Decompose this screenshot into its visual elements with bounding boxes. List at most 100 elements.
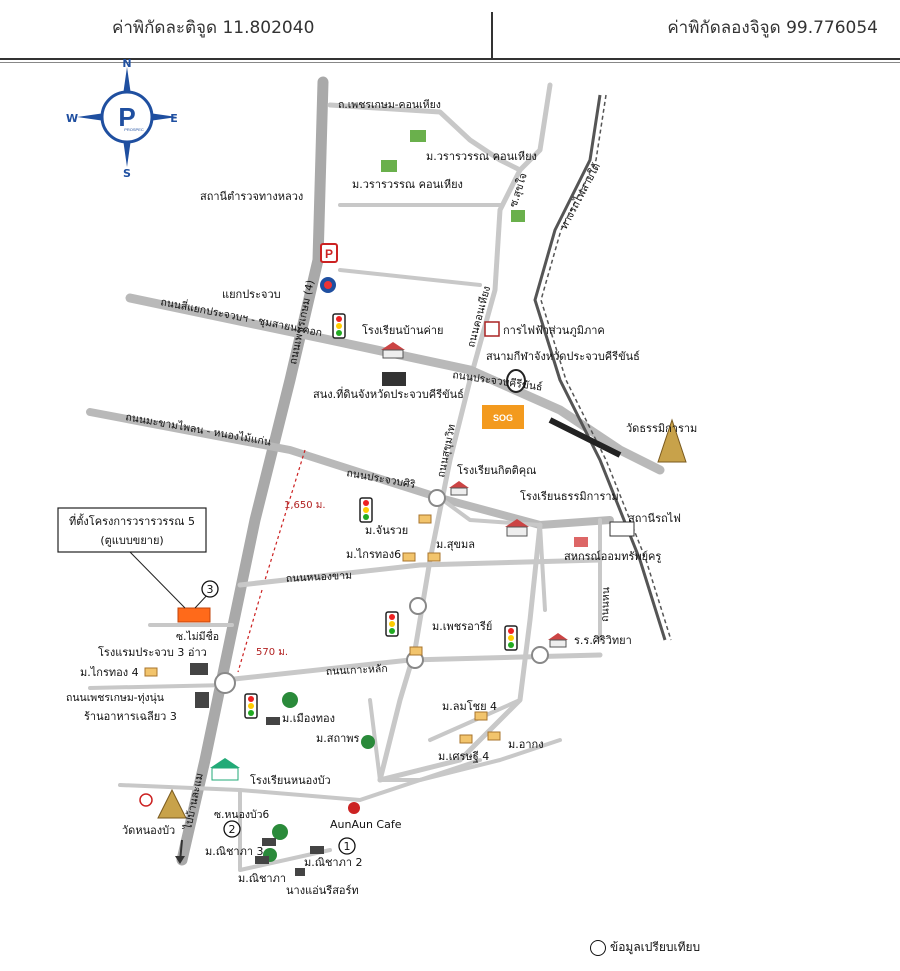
school-icon [449,481,469,496]
number-circle-3 [201,580,219,598]
label-sathaporn: ม.สถาพร [316,732,360,745]
label-yaek: แยกประจวบ [222,288,281,301]
label-police: สถานีตำรวจทางหลวง [200,190,303,203]
house-icon [418,514,432,524]
railway-crossing [548,417,622,458]
traffic-light-icon [359,497,373,523]
building-icon [255,856,269,864]
road-label-mazam: ถนนมะขามไพลน - หนองไม้แก่น [124,410,272,448]
legend-circle-icon [590,939,606,956]
road-label-petchkasem-konhiang: ถ.เพชรเกษม-คอนเหียง [338,98,441,111]
railway-line-2 [540,94,672,641]
stadium-icon [506,369,526,393]
house-icon [144,667,158,677]
house-icon [474,711,488,721]
place-labels: สถานีตำรวจทางหลวง แยกประจวบ โรงเรียนบ้าน… [80,150,697,897]
label-nichapa3: ม.ณิชาภา 3 [205,845,264,858]
label-land-office: สนง.ที่ดินจังหวัดประจวบคีรีขันธ์ [313,386,464,401]
latitude-label: ค่าพิกัดละติจูด 11.802040 [112,18,315,38]
building-icon [382,372,406,386]
project-box-frame [57,507,207,553]
label-lomchai: ม.ลมโชย 4 [442,699,497,713]
pea-icon [484,321,500,337]
road-nong-bua-soi [238,788,332,872]
label-wat: วัดธรรมิการาม [626,422,697,435]
coop-icon [574,537,588,547]
map-icons: P [129,130,687,876]
number-3-label: 3 [207,583,214,596]
gas-station-icon-inner [324,281,332,289]
road-konhiang [377,167,523,783]
village-icon [511,210,525,222]
road-branch-police [338,268,482,287]
roundabout-1 [428,489,446,507]
traffic-light-icon [385,611,399,637]
roundabout-4 [531,646,549,664]
number-circle-2 [223,820,241,838]
building-icon [262,838,276,846]
label-kitti4: ม.เศรษฐี 4 [438,750,489,763]
road-label-soi-nongbua: ซ.หนองบัว6 [214,809,270,821]
label-school-thammi: โรงเรียนธรรมิการาม [520,489,619,503]
label-pea: การไฟฟ้าส่วนภูมิภาค [503,324,605,337]
label-school-bankai: โรงเรียนบ้านค่าย [362,323,443,337]
hotel-icon [190,663,208,675]
compass-ring [100,90,154,144]
label-stadium: สนามกีฬาจังหวัดประจวบคีรีขันธ์ [486,350,640,363]
label-school-nongbua: โรงเรียนหนองบัว [250,773,331,787]
label-nichapa2: ม.ณิชาภา 2 [304,856,363,869]
label-muangthong: ม.เมืองทอง [282,712,335,725]
label-wararom-1: ม.วรารวรรณ คอนเหียง [426,150,537,163]
distance-lines [237,449,306,673]
school-icon [548,633,568,648]
label-akong: ม.อากง [508,738,544,751]
label-aunaun: AunAun Cafe [330,818,402,831]
house-icon [409,646,423,656]
roundabouts [214,489,549,694]
traffic-light-icon [244,693,258,719]
house-icon [427,552,441,562]
compass-logo-letter: P [118,102,135,132]
school-icon [381,342,405,359]
house-icon [487,731,501,741]
label-petcharee: ม.เพชรอารีย์ [432,620,492,633]
project-site-marker [177,607,211,623]
label-kraithong4: ม.ไกรทอง 4 [80,666,139,679]
building-icon [310,846,324,854]
label-coop: สหกรณ์ออมทรัพย์ครู [564,550,661,563]
police-icon [320,243,338,263]
railway-line-1 [533,94,667,641]
compass-n-label: N [122,57,131,70]
village-icon [381,160,397,172]
distance-label-1: 1,650 ม. [284,500,326,511]
compass-logo-sub: PROSPEC [124,127,144,132]
road-label-ko-lak: ถนนเกาะหลัก [326,663,388,678]
label-school-kitti: โรงเรียนกิตติคุณ [457,463,536,477]
distance-labels: 1,650 ม. 570 ม. [256,500,326,658]
compass-w-label: W [66,112,78,125]
tree-icon [263,692,375,862]
road-nong-kham [237,557,603,588]
label-resort: นางแอ่นรีสอร์ท [286,884,359,897]
label-hotel: โรงแรมประจวบ 3 อ่าว [98,645,207,659]
compass-s-label: S [123,167,131,180]
sog-label: SOG [493,413,513,423]
number-circle-1 [338,837,356,855]
temple-icon [657,418,687,463]
header-rule-thin [0,62,900,63]
school-icon [210,758,240,781]
label-restaurant: ร้านอาหารเฉลียว 3 [84,710,177,723]
project-box-line2: (ตูแบบขยาย) [100,534,163,547]
house-icon [459,734,473,744]
road-label-to-ban: ไปบ้านละแม [181,772,206,832]
label-wat-nongbua: วัดหนองบัว [122,824,175,837]
road-label-petch-thung: ถนนเพชรเกษม-ทุ่งนุ่น [66,692,164,704]
road-label-nong: ถนนหน [599,587,612,622]
traffic-light-icon [504,625,518,651]
road-right-vert [538,523,547,612]
cafe-icon [348,802,360,814]
legend-label: ข้อมูลเปรียบเทียบ [610,940,701,954]
label-school-sriwit: ร.ร.ศิริวิทยา [574,634,632,647]
label-chanruay: ม.จันรวย [365,524,408,537]
